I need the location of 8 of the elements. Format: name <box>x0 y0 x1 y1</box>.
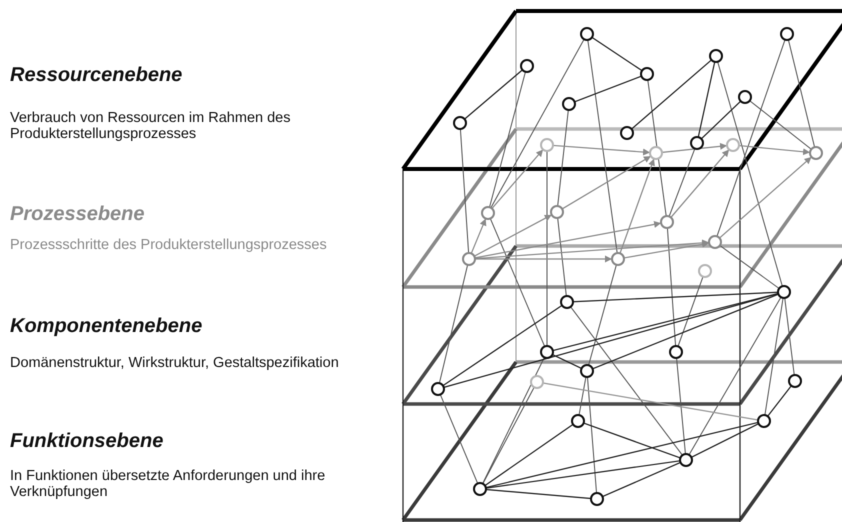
layer-description: Domänenstruktur, Wirkstruktur, Gestaltspezifikation <box>10 355 340 371</box>
layer-description: In Funktionen übersetzte Anforderungen und ihre Verknüpfungen <box>10 468 326 500</box>
layer-heading: Ressourcenebene <box>10 64 182 87</box>
layer-description: Verbrauch von Ressourcen im Rahmen des Produkterstellungsprozesses <box>10 110 292 142</box>
layer-heading: Prozessebene <box>10 203 145 226</box>
layer-description: Prozessschritte des Produkterstellungsprozesses <box>10 237 328 253</box>
layer-heading: Komponentenebene <box>10 315 202 338</box>
layer-heading: Funktionsebene <box>10 430 164 453</box>
